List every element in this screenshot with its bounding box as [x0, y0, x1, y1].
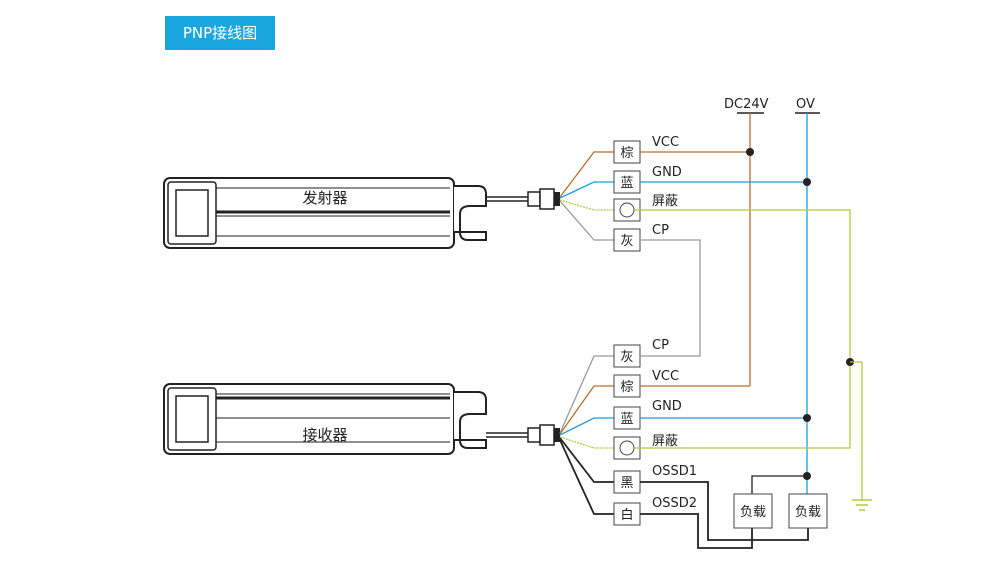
- loads: 负载 负载: [733, 493, 828, 529]
- terminal-signal-label: 屏蔽: [652, 194, 678, 209]
- diagram-title: PNP接线图: [165, 16, 275, 50]
- receiver-cable: [486, 424, 560, 446]
- emitter-wires: [559, 151, 614, 241]
- power-minus-label: OV: [796, 97, 815, 112]
- terminal-signal-label: VCC: [652, 135, 679, 150]
- load-label: 负载: [740, 505, 766, 520]
- receiver-terminals: 灰 棕 蓝 黑 白 CP VCC GND 屏蔽 OSSD1 OSSD2: [613, 338, 697, 526]
- power-rails: DC24V OV: [634, 97, 872, 549]
- shield-terminal-icon: [619, 440, 635, 456]
- emitter-label: 发射器: [302, 189, 347, 207]
- terminal-signal-label: 屏蔽: [652, 434, 678, 449]
- emitter-cable: [486, 188, 560, 210]
- terminal-color-label: 棕: [620, 380, 633, 395]
- terminal-signal-label: GND: [652, 399, 682, 414]
- receiver-device: 接收器: [163, 383, 487, 455]
- terminal-signal-label: VCC: [652, 369, 679, 384]
- terminal-color-label: 蓝: [620, 412, 633, 427]
- shield-terminal-icon: [619, 202, 635, 218]
- receiver-wires: [559, 355, 614, 515]
- emitter-terminals: 棕 蓝 灰 VCC GND 屏蔽 CP: [613, 135, 682, 252]
- emitter-device: 发射器: [163, 177, 487, 249]
- receiver-label: 接收器: [302, 426, 347, 444]
- terminal-color-label: 蓝: [620, 176, 633, 191]
- terminal-color-label: 灰: [620, 234, 633, 249]
- terminal-color-label: 灰: [620, 350, 633, 365]
- terminal-signal-label: CP: [652, 338, 669, 353]
- terminal-signal-label: GND: [652, 165, 682, 180]
- terminal-signal-label: OSSD1: [652, 464, 697, 479]
- terminal-signal-label: OSSD2: [652, 496, 697, 511]
- terminal-signal-label: CP: [652, 223, 669, 238]
- terminal-color-label: 黑: [620, 476, 633, 491]
- terminal-color-label: 白: [620, 507, 633, 523]
- load-label: 负载: [795, 505, 821, 520]
- power-plus-label: DC24V: [724, 97, 769, 112]
- terminal-color-label: 棕: [620, 146, 633, 161]
